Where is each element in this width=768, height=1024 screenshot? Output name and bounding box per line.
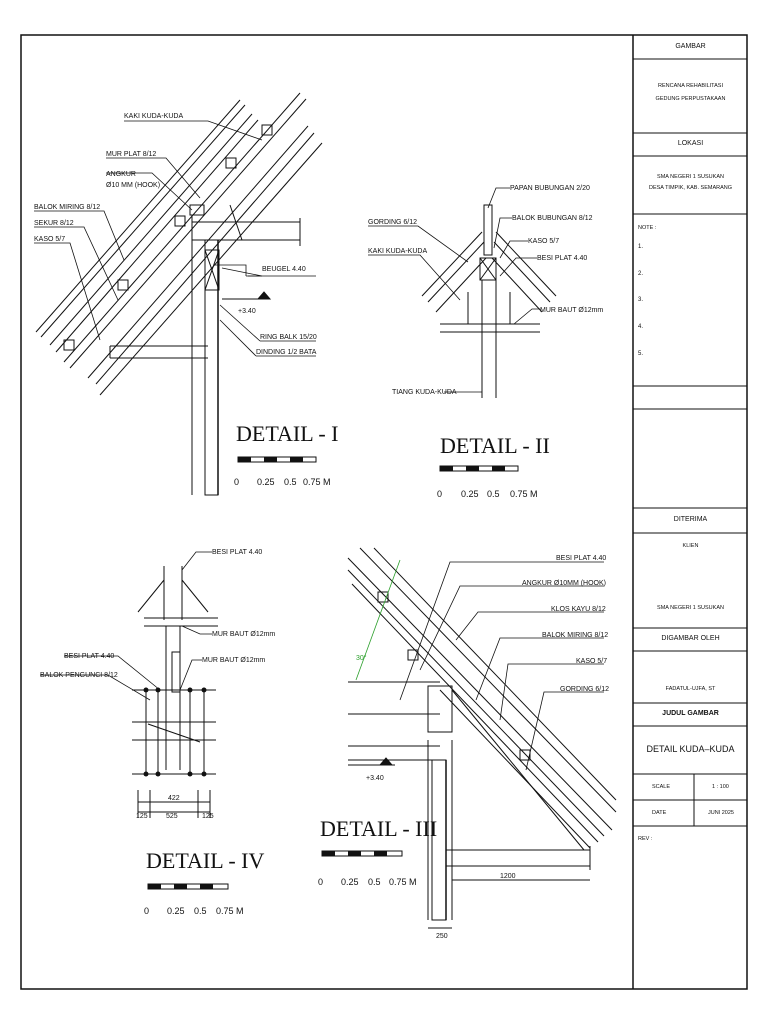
d3-label-250: 250 <box>436 933 448 940</box>
d3-label-gording: GORDING 6/12 <box>560 686 609 693</box>
d3-scale-bar <box>321 850 403 857</box>
d4-label-besi: BESI PLAT 4.40 <box>64 653 114 660</box>
detail-3-drawing <box>347 547 617 929</box>
scale-value: 1 : 100 <box>712 784 729 790</box>
detail-4-leaders <box>40 551 212 701</box>
d1-label-angkur: ANGKUR <box>106 171 136 178</box>
title-block-grid <box>633 58 747 827</box>
note-header: NOTE : <box>638 225 657 231</box>
lokasi-line-1: SMA NEGERI 1 SUSUKAN <box>657 174 724 180</box>
d4-label-mur-1: MUR BAUT Ø12mm <box>212 631 275 638</box>
d3-scale-075: 0.75 M <box>389 877 417 887</box>
d3-scale-025: 0.25 <box>341 877 359 887</box>
gambar-header: GAMBAR <box>675 43 706 50</box>
d3-label-elevation: +3.40 <box>366 775 384 782</box>
d2-label-papan: PAPAN BUBUNGAN 2/20 <box>510 185 590 192</box>
note-item-1: 1. <box>638 244 644 250</box>
d3-label-besi: BESI PLAT 4.40 <box>556 555 606 562</box>
note-item-2: 2. <box>638 271 644 277</box>
note-item-3: 3. <box>638 297 644 303</box>
d3-scale-05: 0.5 <box>368 877 381 887</box>
d4-scale-05: 0.5 <box>194 906 207 916</box>
d2-scale-bar <box>439 465 519 472</box>
gambar-line-1: RENCANA REHABILITASI <box>658 83 723 89</box>
diterima-header: DITERIMA <box>673 516 708 523</box>
d1-scale-bar <box>237 456 317 463</box>
detail-1-leaders <box>34 120 316 357</box>
digambar-name: FADATUL-UJFA, ST <box>665 686 716 692</box>
d3-scale-0: 0 <box>318 877 323 887</box>
d1-label-ring-balk: RING BALK 15/20 <box>260 334 317 341</box>
d2-title: DETAIL - II <box>440 433 550 458</box>
d3-label-angkur: ANGKUR Ø10MM (HOOK) <box>522 580 606 587</box>
d3-label-balok-miring: BALOK MIRING 8/12 <box>542 632 608 639</box>
d1-label-balok-miring: BALOK MIRING 8/12 <box>34 204 100 211</box>
d1-scale-05: 0.5 <box>284 477 297 487</box>
d1-label-mur-plat: MUR PLAT 8/12 <box>106 151 156 158</box>
d4-scale-bar <box>147 883 229 890</box>
note-item-4: 4. <box>638 324 644 330</box>
detail-1-drawing <box>35 92 323 496</box>
d4-dim-125a: 125 <box>136 813 148 820</box>
d2-label-kaki: KAKI KUDA-KUDA <box>368 248 427 255</box>
d2-scale-025: 0.25 <box>461 489 479 499</box>
d2-scale-05: 0.5 <box>487 489 500 499</box>
d2-label-mur: MUR BAUT Ø12mm <box>540 307 603 314</box>
d1-label-kaki: KAKI KUDA-KUDA <box>124 113 183 120</box>
lokasi-header: LOKASI <box>677 140 704 147</box>
d3-label-kaso: KASO 5/7 <box>576 658 607 665</box>
klien-label: KLIEN <box>682 543 699 549</box>
gambar-line-2: GEDUNG PERPUSTAKAAN <box>655 96 726 102</box>
scale-label: SCALE <box>652 784 671 790</box>
d4-scale-0: 0 <box>144 906 149 916</box>
klien-name: SMA NEGERI 1 SUSUKAN <box>657 605 724 611</box>
d2-label-balok-bubungan: BALOK BUBUNGAN 8/12 <box>512 215 593 222</box>
lokasi-line-2: DESA TIMPIK, KAB. SEMARANG <box>648 185 733 191</box>
d2-label-besi: BESI PLAT 4.40 <box>537 255 587 262</box>
d1-label-angkur-size: Ø10 MM (HOOK) <box>106 182 160 189</box>
d2-scale-075: 0.75 M <box>510 489 538 499</box>
d1-label-kaso: KASO 5/7 <box>34 236 65 243</box>
d1-label-sekur: SEKUR 8/12 <box>34 220 74 227</box>
d2-label-gording: GORDING 6/12 <box>368 219 417 226</box>
note-item-5: 5. <box>638 351 644 357</box>
d1-label-elevation: +3.40 <box>238 308 256 315</box>
d2-scale-0: 0 <box>437 489 442 499</box>
d3-label-klos: KLOS KAYU 8/12 <box>551 606 606 613</box>
d2-label-kaso: KASO 5/7 <box>528 238 559 245</box>
date-label: DATE <box>652 810 667 816</box>
d1-label-dinding: DINDING 1/2 BATA <box>256 349 317 356</box>
d4-scale-025: 0.25 <box>167 906 185 916</box>
d4-label-balok-pengunci: BALOK PENGUNCI 8/12 <box>40 672 118 679</box>
d1-scale-025: 0.25 <box>257 477 275 487</box>
d4-label-besi-top: BESI PLAT 4.40 <box>212 549 262 556</box>
d4-dim-422: 422 <box>168 795 180 802</box>
d4-scale-075: 0.75 M <box>216 906 244 916</box>
detail-2-leaders <box>368 187 540 393</box>
d3-label-angle: 30° <box>356 654 367 662</box>
judul-value: DETAIL KUDA–KUDA <box>646 744 735 754</box>
judul-header: JUDUL GAMBAR <box>662 710 719 717</box>
detail-4-bolts <box>143 687 207 777</box>
digambar-header: DIGAMBAR OLEH <box>661 635 720 642</box>
d1-scale-0: 0 <box>234 477 239 487</box>
d1-label-beugel: BEUGEL 4.40 <box>262 266 306 273</box>
d4-dim-525: 525 <box>166 813 178 820</box>
d4-dim-125b: 125 <box>202 813 214 820</box>
d1-scale-075: 0.75 M <box>303 477 331 487</box>
detail-2-drawing <box>421 204 557 398</box>
d3-title: DETAIL - III <box>320 816 437 841</box>
detail-4-drawing <box>132 566 218 818</box>
detail-3-leaders <box>399 561 604 771</box>
d3-label-1200: 1200 <box>500 873 516 880</box>
d4-title: DETAIL - IV <box>146 848 264 873</box>
rev-label: REV : <box>638 836 653 842</box>
d4-label-mur-2: MUR BAUT Ø12mm <box>202 657 265 664</box>
date-value: JUNI 2025 <box>708 810 734 816</box>
d1-title: DETAIL - I <box>236 421 339 446</box>
d2-label-tiang: TIANG KUDA-KUDA <box>392 389 457 396</box>
